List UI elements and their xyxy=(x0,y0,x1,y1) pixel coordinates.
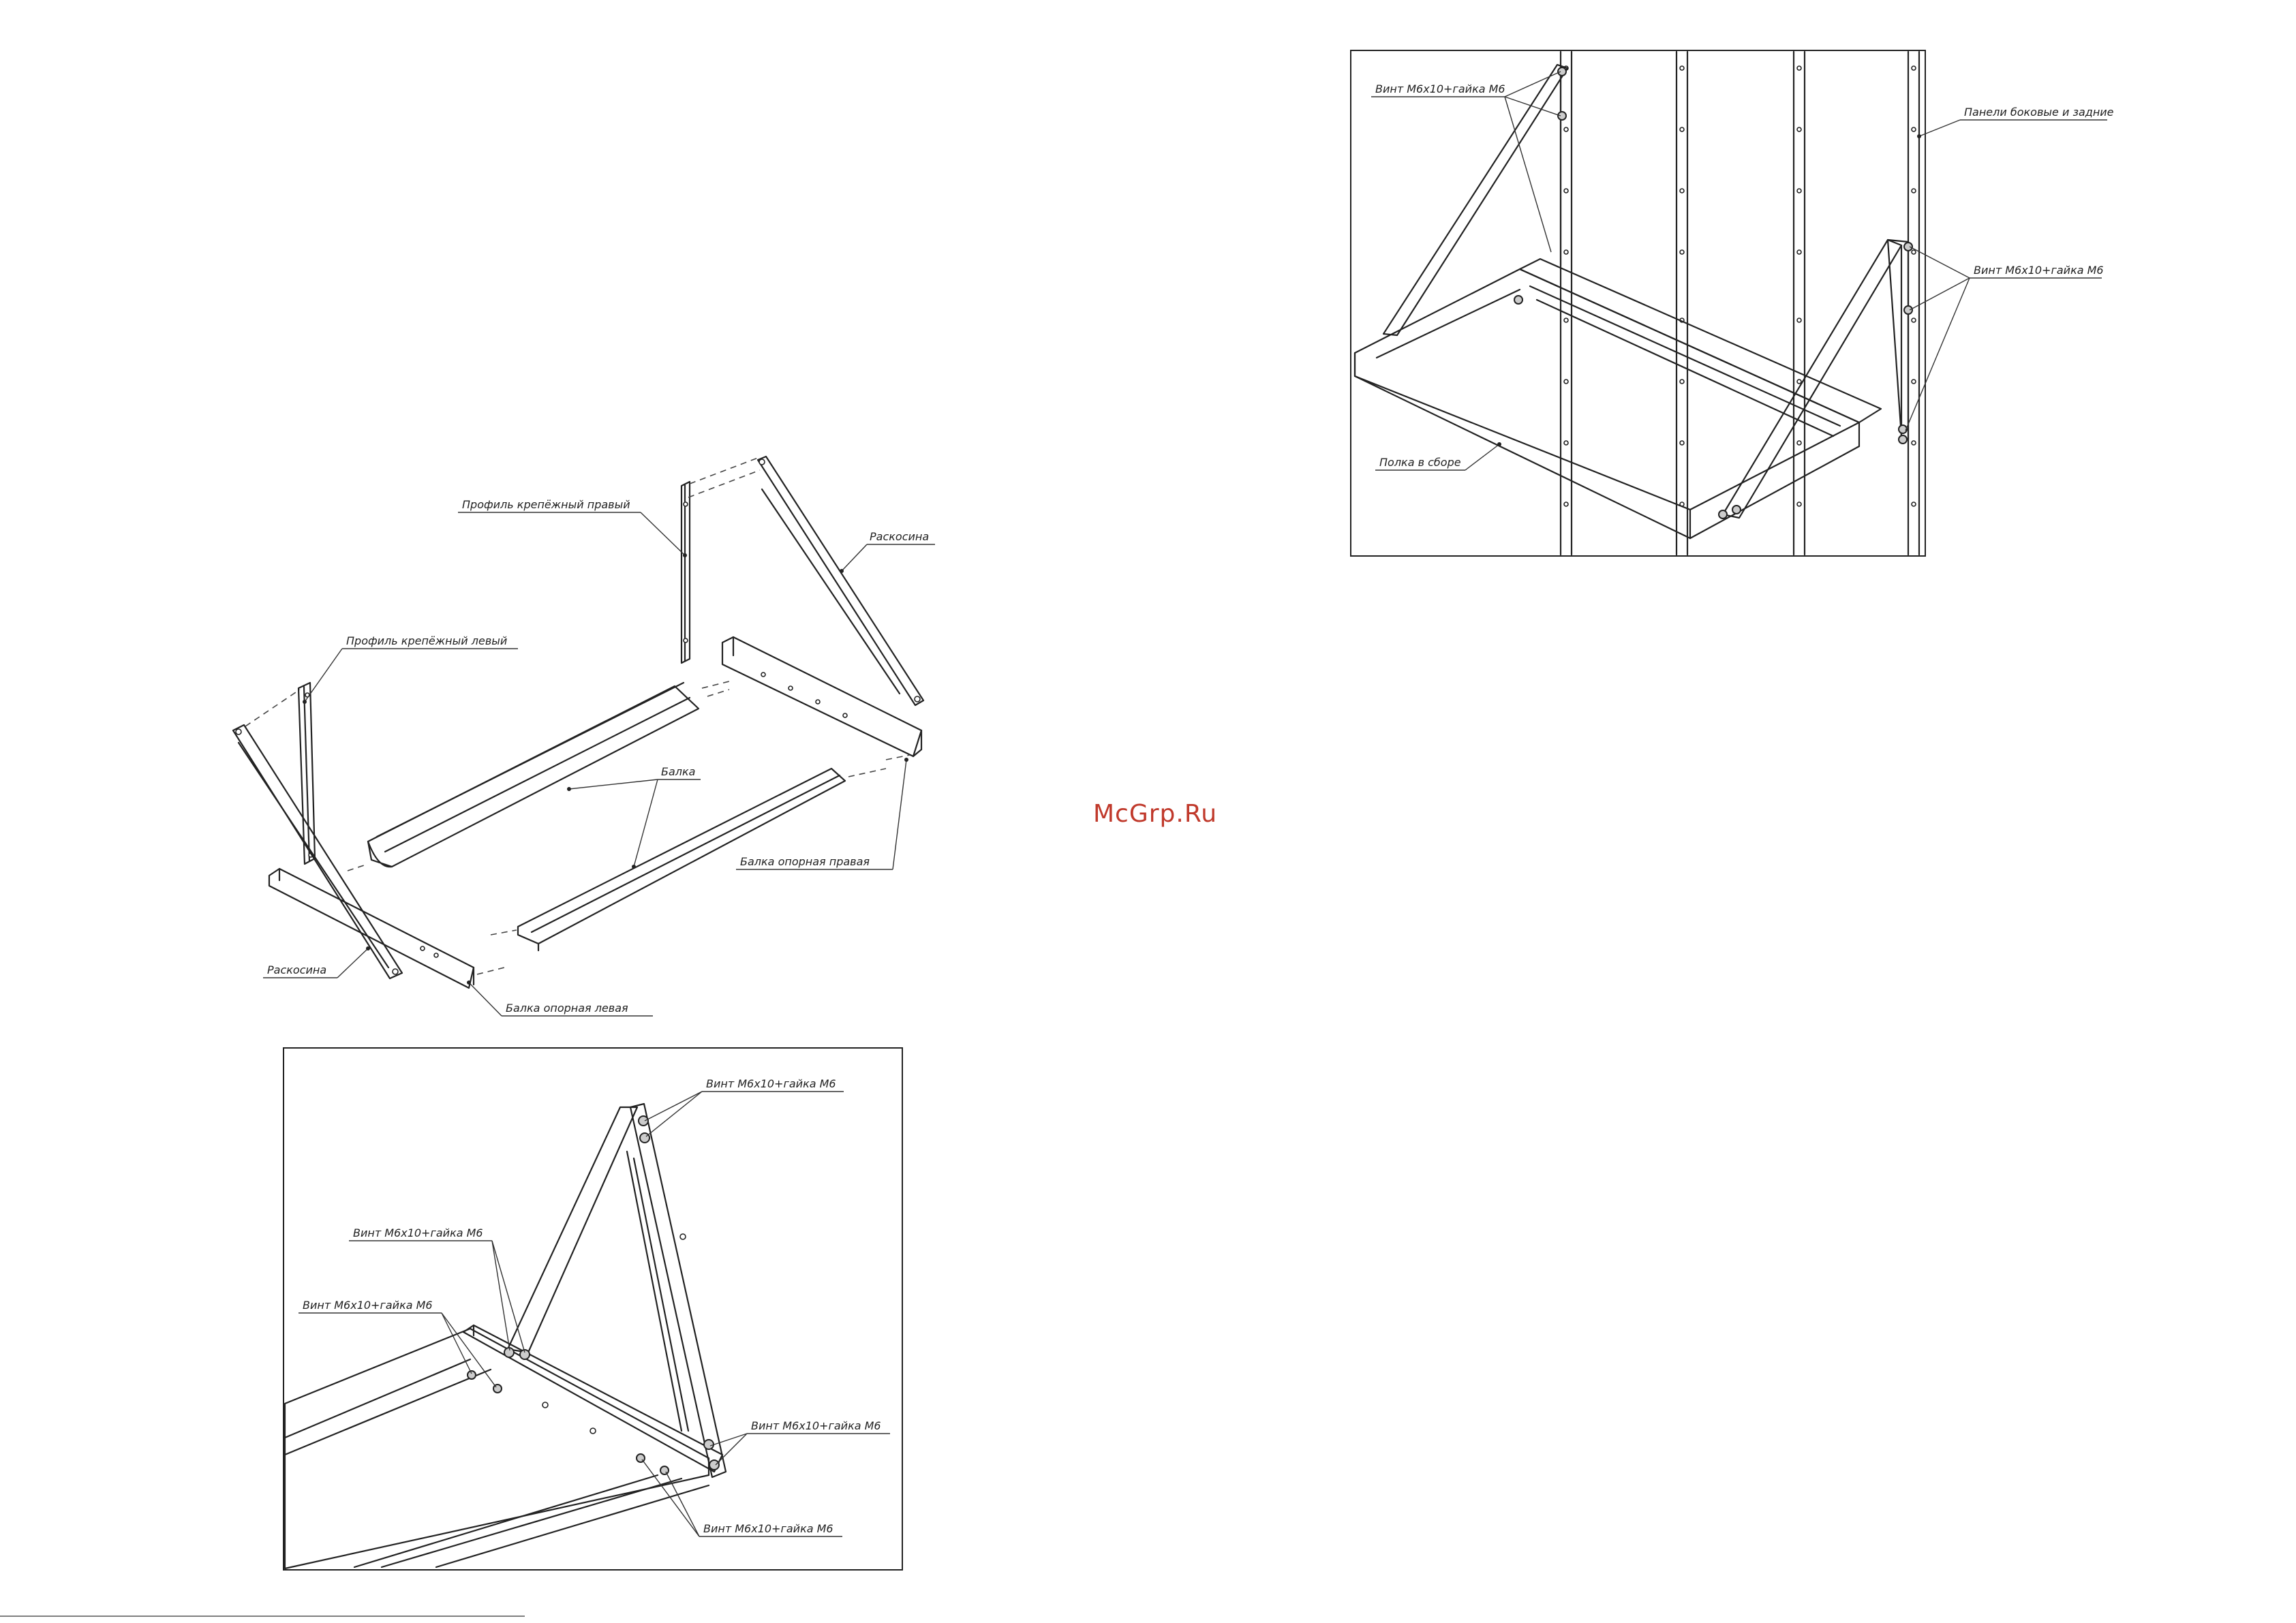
detail-labels: Винт М6х10+гайка М6 Винт М6х10+гайка М6 … xyxy=(299,1077,890,1537)
svg-text:Раскосина: Раскосина xyxy=(267,963,326,976)
beam-lower-part xyxy=(517,767,846,952)
svg-text:Раскосина: Раскосина xyxy=(870,530,929,543)
label-profile-right: Профиль крепёжный правый xyxy=(458,498,687,557)
label-brace-right: Раскосина xyxy=(840,530,935,573)
exploded-view xyxy=(232,455,925,989)
label-bolt-mid: Винт М6х10+гайка М6 xyxy=(349,1226,525,1353)
watermark: McGrp.Ru xyxy=(1093,800,1217,828)
label-panels: Панели боковые и задние xyxy=(1917,106,2114,138)
svg-text:Балка: Балка xyxy=(661,765,695,778)
svg-text:Винт М6х10+гайка М6: Винт М6х10+гайка М6 xyxy=(1375,82,1505,95)
label-shelf: Полка в сборе xyxy=(1375,442,1501,471)
assembly-view xyxy=(1350,50,1926,557)
label-bolt-top: Винт М6х10+гайка М6 xyxy=(644,1077,844,1137)
brace-left-part xyxy=(232,724,403,980)
svg-text:Винт М6х10+гайка М6: Винт М6х10+гайка М6 xyxy=(1974,264,2104,277)
right-brace xyxy=(1721,238,1910,519)
svg-text:Профиль крепёжный левый: Профиль крепёжный левый xyxy=(346,634,507,647)
label-profile-left: Профиль крепёжный левый xyxy=(303,634,518,704)
label-bolt-left: Винт М6х10+гайка М6 xyxy=(299,1299,497,1388)
panel-uprights xyxy=(1559,50,1920,556)
detail-frame xyxy=(283,1047,903,1571)
svg-text:Балка опорная правая: Балка опорная правая xyxy=(740,855,870,868)
svg-text:Винт М6х10+гайка М6: Винт М6х10+гайка М6 xyxy=(703,1522,833,1535)
svg-text:Полка в сборе: Полка в сборе xyxy=(1379,456,1461,469)
label-beam: Балка xyxy=(567,765,701,869)
support-beam-left-part xyxy=(268,867,475,989)
svg-text:Винт М6х10+гайка М6: Винт М6х10+гайка М6 xyxy=(751,1419,881,1432)
svg-text:Винт М6х10+гайка М6: Винт М6х10+гайка М6 xyxy=(353,1226,483,1239)
svg-text:Винт М6х10+гайка М6: Винт М6х10+гайка М6 xyxy=(706,1077,836,1090)
label-support-beam-right: Балка опорная правая xyxy=(736,758,908,870)
label-assembly-bolt-top-left: Винт М6х10+гайка М6 xyxy=(1371,71,1561,253)
label-support-beam-left: Балка опорная левая xyxy=(467,980,653,1017)
assembly-labels: Винт М6х10+гайка М6 Панели боковые и зад… xyxy=(1371,71,2114,471)
beam-upper-part xyxy=(367,681,700,868)
support-beam-right-part xyxy=(721,636,923,758)
exploded-labels: Профиль крепёжный правый Раскосина Профи… xyxy=(263,498,935,1017)
svg-text:Панели боковые и задние: Панели боковые и задние xyxy=(1964,106,2114,119)
left-brace xyxy=(1382,63,1569,337)
svg-text:Профиль крепёжный правый: Профиль крепёжный правый xyxy=(462,498,630,511)
label-bolt-right: Винт М6х10+гайка М6 xyxy=(709,1419,890,1466)
svg-text:Винт М6х10+гайка М6: Винт М6х10+гайка М6 xyxy=(303,1299,433,1312)
assembly-frame xyxy=(1350,50,1926,557)
shelf-assembly xyxy=(1353,258,1882,540)
profile-right-part xyxy=(680,480,691,664)
svg-text:Балка опорная левая: Балка опорная левая xyxy=(506,1002,628,1015)
label-assembly-bolt-right: Винт М6х10+гайка М6 xyxy=(1905,246,2104,431)
label-brace-left: Раскосина xyxy=(263,946,370,978)
label-bolt-bottom: Винт М6х10+гайка М6 xyxy=(641,1459,842,1537)
panel-slots xyxy=(1563,65,1916,507)
detail-view xyxy=(283,1047,903,1571)
brace-right-part xyxy=(756,455,925,707)
